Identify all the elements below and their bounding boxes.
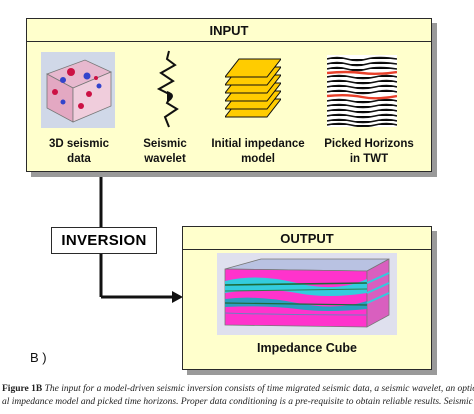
seismic-section-icon bbox=[326, 55, 398, 128]
figure-label: Figure 1B bbox=[2, 384, 43, 394]
figure-caption: Figure 1B The input for a model-driven s… bbox=[2, 383, 474, 414]
caption-text-2: al impedance model and picked time horiz… bbox=[2, 396, 473, 407]
title-divider bbox=[27, 41, 431, 42]
panel-letter: B ) bbox=[30, 350, 47, 365]
item-label-impedance-model: Initial impedance model bbox=[211, 138, 305, 165]
item-label-horizons: Picked Horizons in TWT bbox=[324, 138, 414, 165]
impedance-cube-icon bbox=[217, 253, 397, 335]
seismic-cube-icon bbox=[41, 52, 115, 128]
caption-text-1: The input for a model-driven seismic inv… bbox=[44, 384, 474, 394]
output-panel: OUTPUT Impedance Cube bbox=[182, 226, 432, 370]
caption-line-2: al impedance model and picked time horiz… bbox=[2, 396, 474, 409]
item-label-seismic-data: 3D seismic data bbox=[48, 138, 110, 165]
title-divider bbox=[183, 249, 431, 250]
item-label-wavelet: Seismic wavelet bbox=[143, 138, 187, 165]
output-title: OUTPUT bbox=[280, 231, 334, 246]
input-panel: INPUT 3D seismic data Seismic wavelet bbox=[26, 18, 432, 172]
inversion-label: INVERSION bbox=[51, 227, 157, 254]
output-result-label: Impedance Cube bbox=[256, 341, 358, 355]
caption-line-1: Figure 1B The input for a model-driven s… bbox=[2, 383, 474, 396]
wavelet-icon bbox=[147, 49, 187, 129]
arrow-head bbox=[172, 291, 183, 303]
layer-stack-icon bbox=[223, 55, 283, 121]
input-title: INPUT bbox=[209, 23, 249, 38]
